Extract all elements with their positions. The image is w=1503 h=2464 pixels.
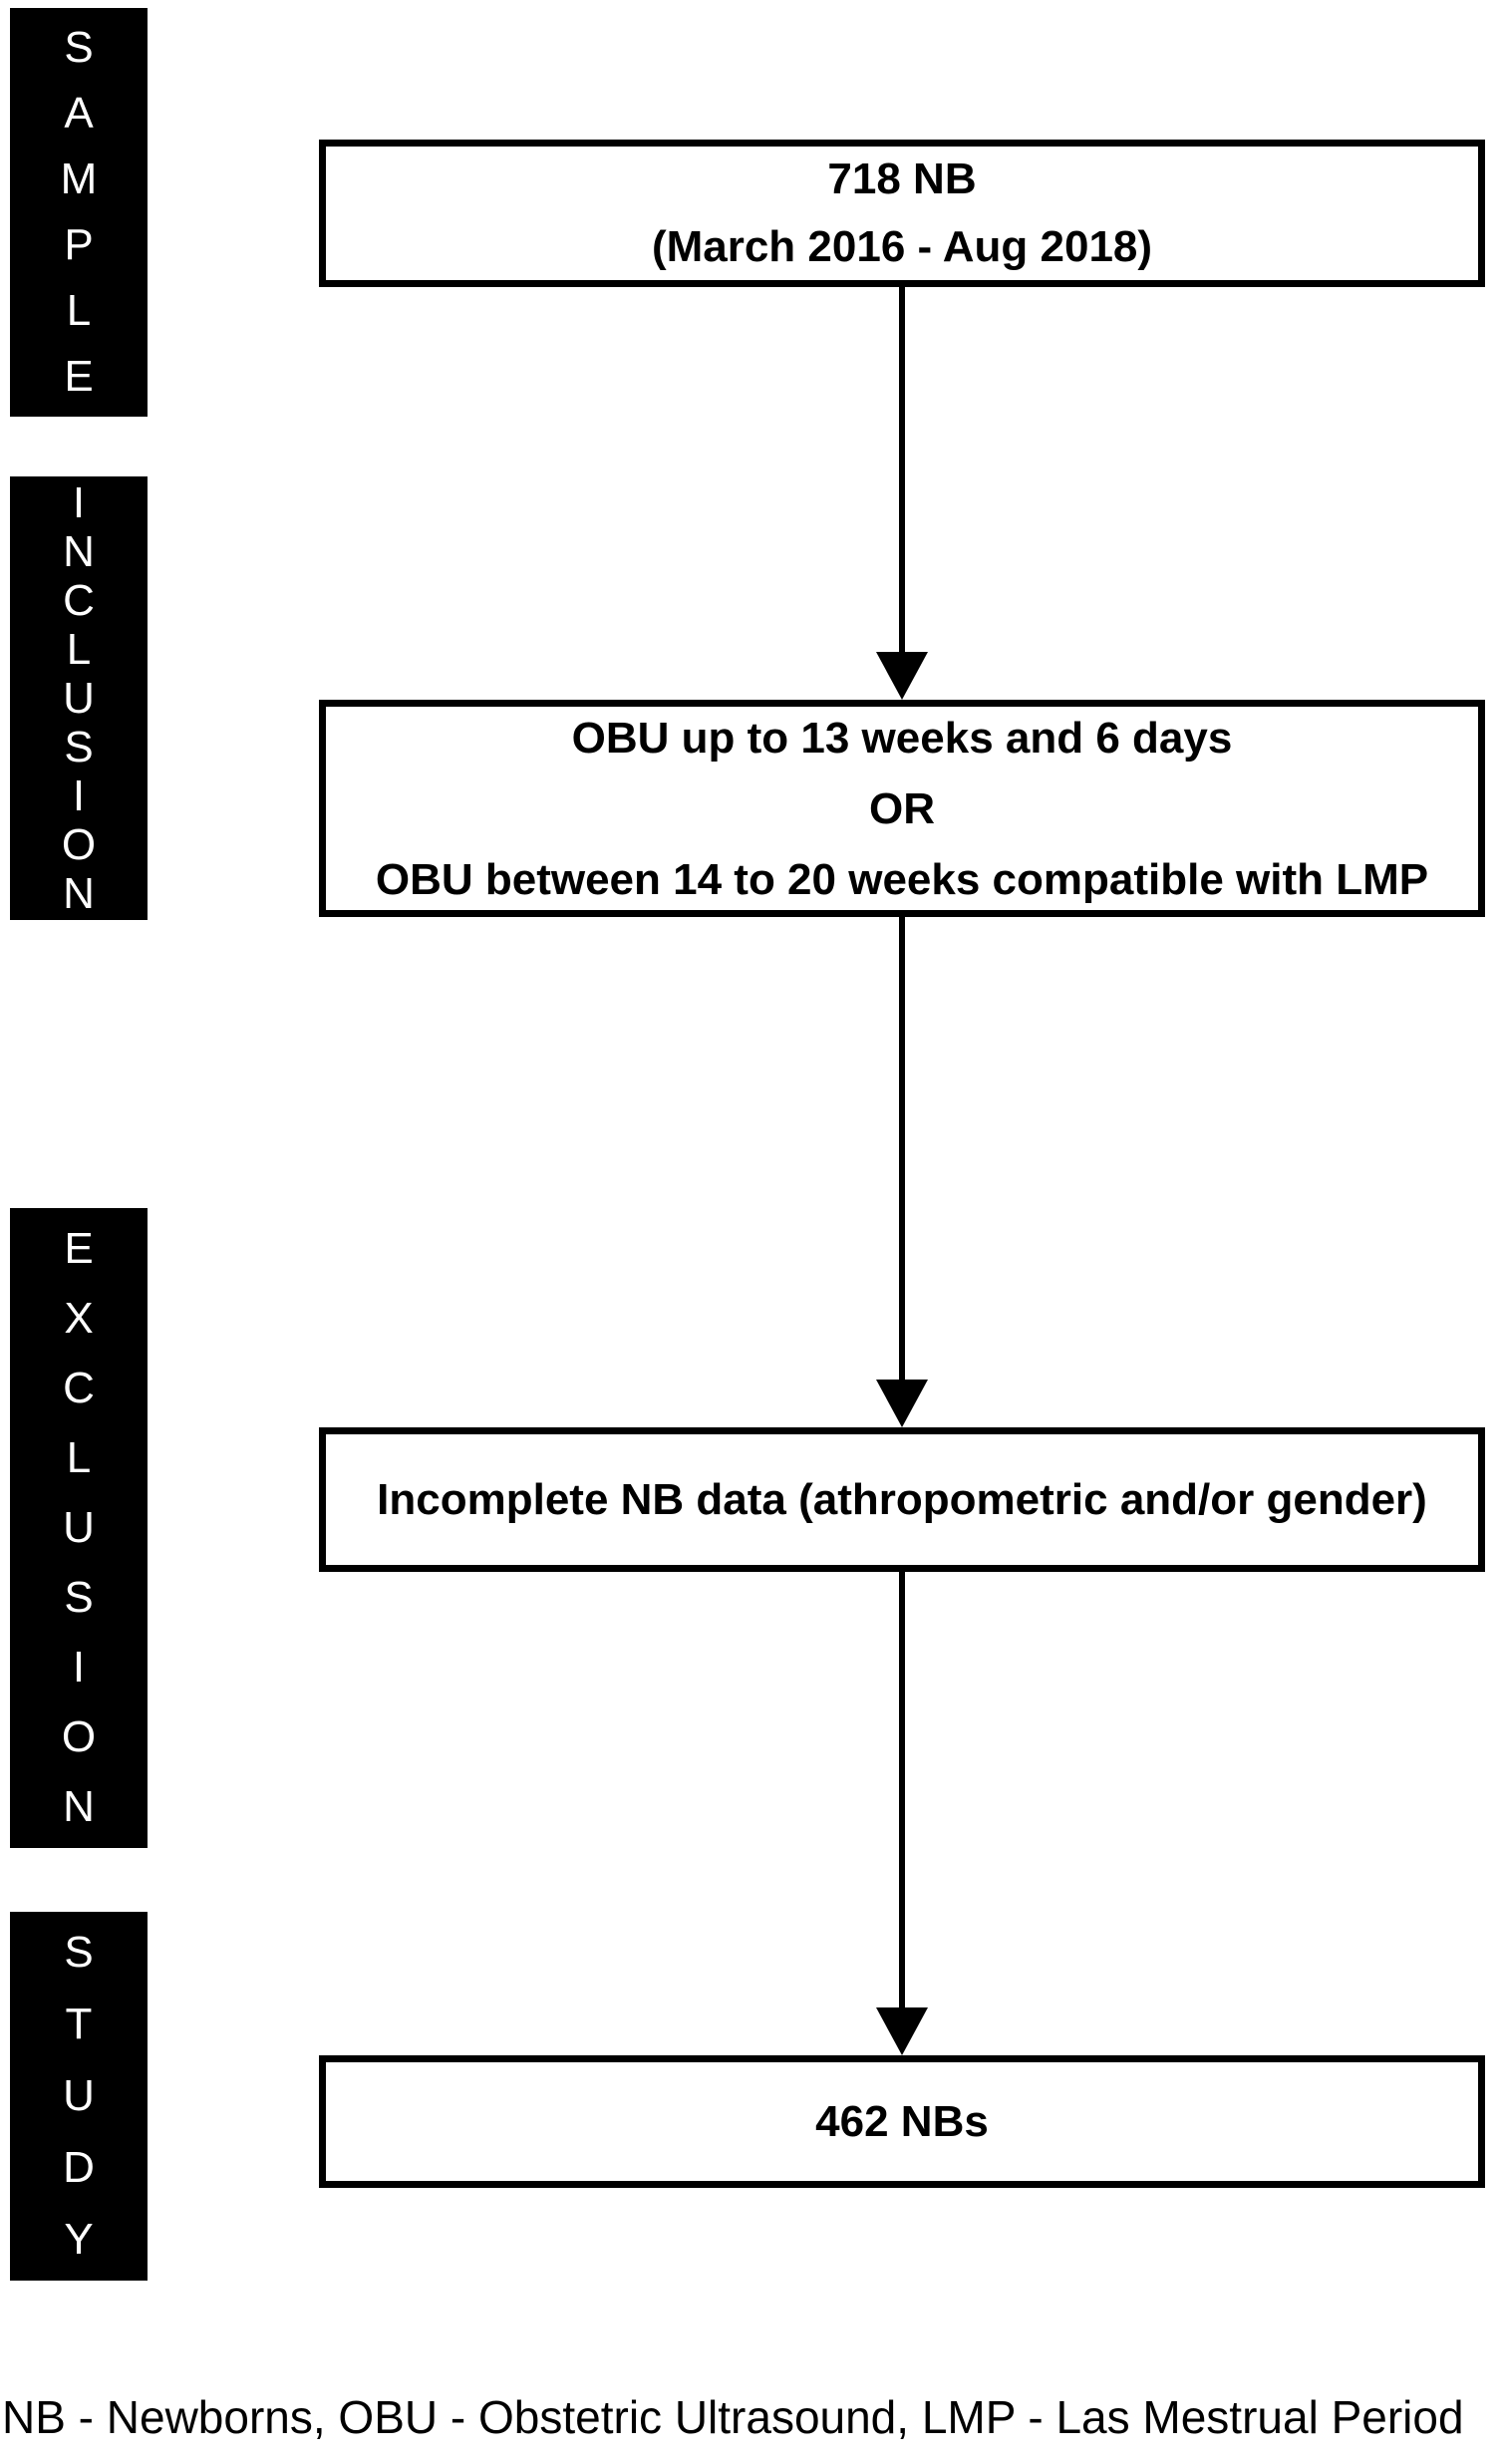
stage-bar-study: S T U D Y (10, 1912, 148, 2281)
arrowhead-icon (876, 652, 928, 700)
flow-box-inclusion-criteria: OBU up to 13 weeks and 6 days OR OBU bet… (319, 700, 1485, 917)
flow-box-final-sample: 462 NBs (319, 2055, 1485, 2188)
arrow-shaft (899, 917, 905, 1380)
down-arrow-icon (876, 287, 928, 700)
stage-bar-sample: S A M P L E (10, 8, 148, 417)
arrow-shaft (899, 287, 905, 652)
arrowhead-icon (876, 2007, 928, 2055)
flow-box-exclusion-criteria: Incomplete NB data (athropometric and/or… (319, 1427, 1485, 1572)
abbreviations-legend: NB - Newborns, OBU - Obstetric Ultrasoun… (2, 2391, 1464, 2443)
arrowhead-icon (876, 1380, 928, 1427)
arrow-shaft (899, 1572, 905, 2007)
stage-bar-inclusion: I N C L U S I O N (10, 476, 148, 920)
flow-box-initial-sample: 718 NB (March 2016 - Aug 2018) (319, 140, 1485, 287)
stage-bar-exclusion: E X C L U S I O N (10, 1208, 148, 1848)
down-arrow-icon (876, 1572, 928, 2055)
down-arrow-icon (876, 917, 928, 1427)
